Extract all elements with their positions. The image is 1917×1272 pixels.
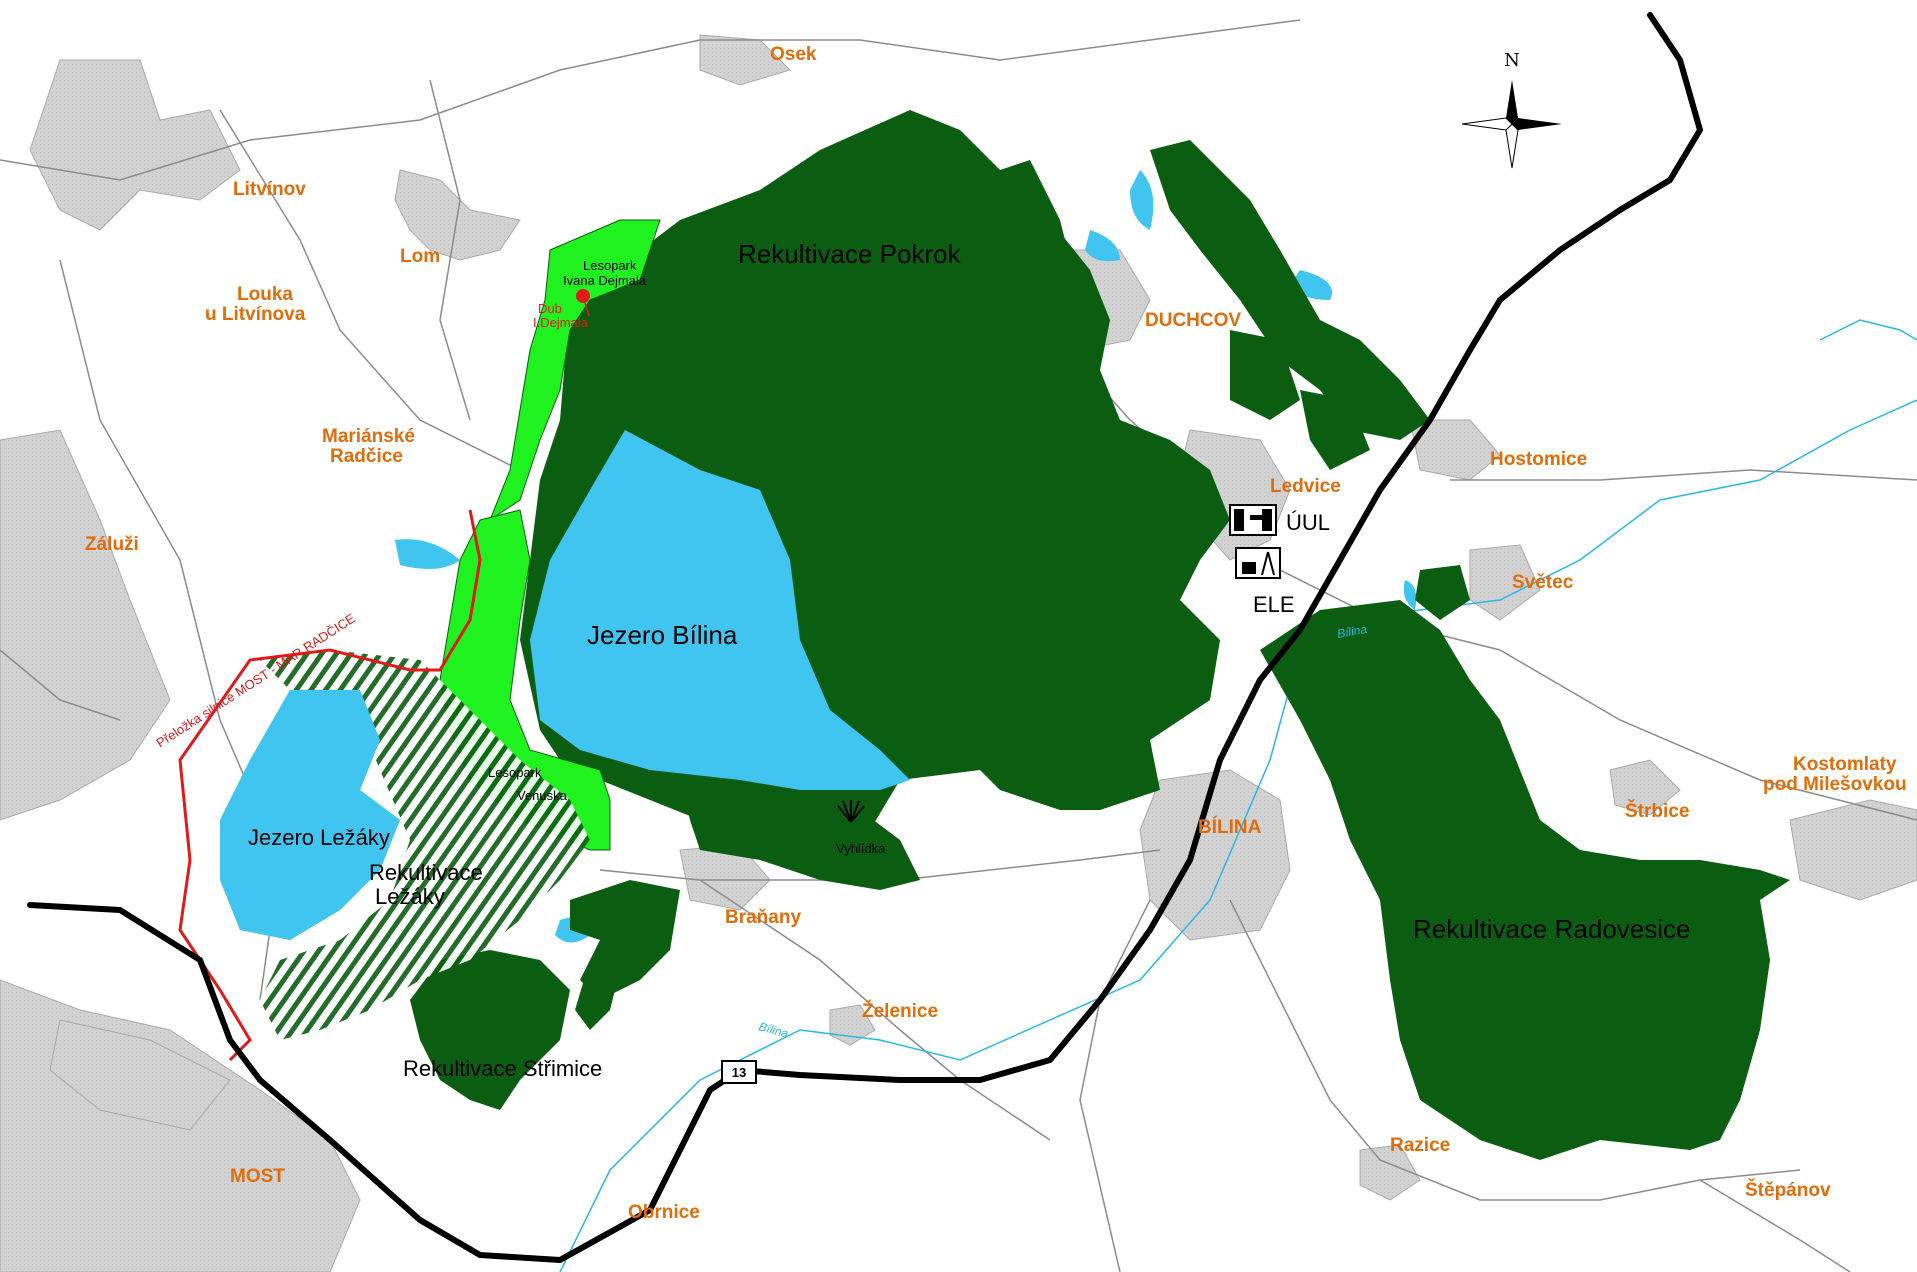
compass-n-label: N <box>1504 50 1520 71</box>
area-radovesice <box>1260 600 1790 1160</box>
area-lezaky-hatched <box>260 650 590 1040</box>
town-labels: Osek Litvínov Lom Louka u Litvínova Mari… <box>85 44 1907 1223</box>
label-kostomlaty-2: pod Milešovkou <box>1763 774 1907 795</box>
label-branany: Braňany <box>725 907 801 928</box>
road-shield: 13 <box>721 1060 757 1084</box>
label-zaluzi: Záluži <box>85 534 139 555</box>
area-north-strips <box>1150 140 1430 440</box>
label-svetec: Světec <box>1512 572 1574 593</box>
label-lom: Lom <box>400 246 440 267</box>
main-road <box>27 12 1703 1263</box>
road-shield-number: 13 <box>732 1065 746 1080</box>
label-marianske-2: Radčice <box>330 446 403 467</box>
lakes-top <box>220 430 910 940</box>
label-louka-1: Louka <box>237 284 293 305</box>
facility-uul-icon <box>1229 504 1277 536</box>
label-marianske-1: Mariánské <box>322 426 415 447</box>
label-bilina: BÍLINA <box>1198 816 1262 838</box>
label-dub-1: Dub <box>538 301 562 316</box>
label-strimice: Rekultivace Střimice <box>403 1056 602 1081</box>
label-litvinov: Litvínov <box>233 179 306 200</box>
label-lesopark-venuska-1: Lesopark <box>488 765 542 780</box>
compass-rose: N <box>1461 50 1562 169</box>
urban-most-west <box>49 1019 231 1131</box>
label-zelenice: Želenice <box>862 1000 938 1022</box>
urban-osek <box>699 34 791 86</box>
label-strbice: Štrbice <box>1625 800 1689 822</box>
region-labels: Rekultivace Pokrok Jezero Bílina Jezero … <box>248 239 1690 1081</box>
area-strimice <box>410 950 570 1110</box>
label-lezaky-2: Ležáky <box>375 884 445 909</box>
label-kostomlaty-1: Kostomlaty <box>1793 754 1897 775</box>
label-obrnice: Obrnice <box>628 1202 700 1223</box>
river-bilina <box>559 399 1917 1272</box>
rivers <box>559 319 1917 1272</box>
label-hostomice: Hostomice <box>1490 449 1587 470</box>
label-ledvice: Ledvice <box>1270 476 1341 497</box>
label-river-bilina-1: Bílina <box>1336 622 1368 641</box>
label-most: MOST <box>230 1166 285 1187</box>
area-vyhlidka <box>680 780 920 890</box>
facility-ele-icon <box>1235 547 1281 579</box>
lesopark-dejmala <box>488 219 661 522</box>
label-duchcov: DUCHCOV <box>1145 310 1241 331</box>
urban-zaluzi <box>0 429 171 821</box>
urban-hostomice <box>1409 419 1501 481</box>
urban-bilina <box>1139 769 1291 941</box>
label-lesopark-dejmal-2: Ivana Dejmala <box>563 273 647 288</box>
river-north <box>1819 319 1917 341</box>
label-jezero-lezaky: Jezero Ležáky <box>248 825 390 850</box>
dub-marker <box>576 289 590 317</box>
label-osek: Osek <box>770 44 817 65</box>
label-lesopark-dejmal-1: Lesopark <box>583 258 637 273</box>
urban-razice <box>1359 1144 1421 1201</box>
label-jezero-bilina: Jezero Bílina <box>587 620 738 650</box>
urban-strbice <box>1609 759 1681 816</box>
label-dub-2: I.Dejmala <box>533 315 589 330</box>
park-labels: Lesopark Ivana Dejmala Dub I.Dejmala Les… <box>488 258 886 856</box>
urban-kostomlaty <box>1789 799 1917 901</box>
label-radovesice: Rekultivace Radovesice <box>1413 914 1690 944</box>
label-vyhlidka: Vyhlídka <box>836 841 886 856</box>
vyhlidka-icon <box>837 800 865 823</box>
label-lezaky-1: Rekultivace <box>369 860 483 885</box>
label-lesopark-venuska-2: Venuska <box>517 788 568 803</box>
label-razice: Razice <box>1390 1135 1450 1156</box>
urban-litvinov <box>29 59 241 231</box>
red-route-line <box>178 509 482 1062</box>
label-louka-2: u Litvínova <box>205 304 306 325</box>
label-uul: ÚUL <box>1286 510 1330 535</box>
label-ele: ELE <box>1253 592 1295 617</box>
label-stepanov: Štěpánov <box>1745 1179 1831 1201</box>
label-pokrok: Rekultivace Pokrok <box>738 239 962 269</box>
